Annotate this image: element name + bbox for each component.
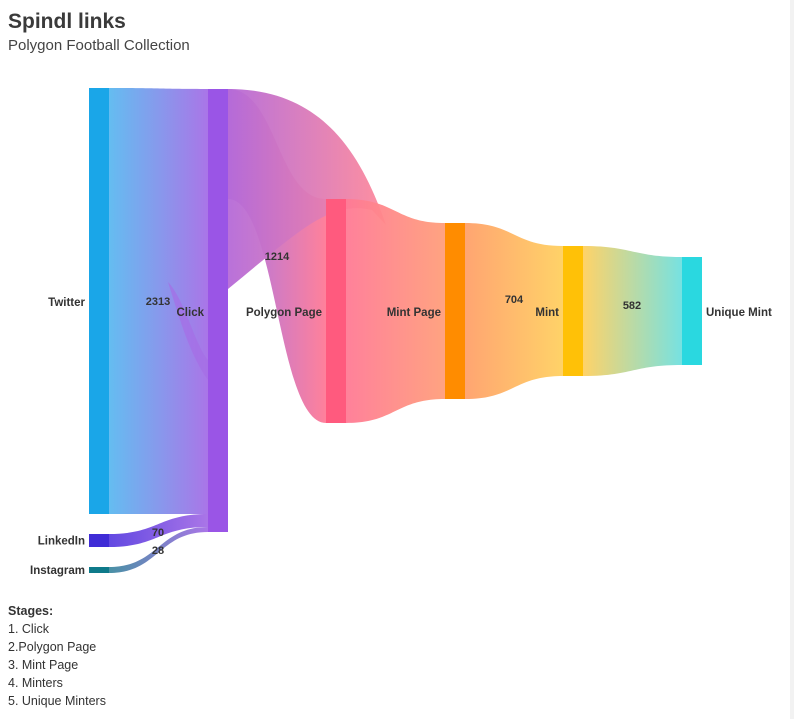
link-polygon-mintpage (346, 199, 445, 423)
sankey-chart: 2313 70 28 1214 704 582 TwitterLinkedInInstagr… (30, 88, 772, 577)
stage-item: 3. Mint Page (8, 658, 79, 672)
node-instagram (89, 567, 109, 573)
links-layer (109, 88, 682, 573)
node-label-polygon: Polygon Page (246, 307, 322, 319)
stage-item: 5. Unique Minters (8, 694, 106, 708)
node-label-mint: Mint (535, 307, 559, 319)
link-value-label: 70 (152, 527, 164, 539)
node-linkedin (89, 534, 109, 547)
nodes-layer (89, 88, 702, 573)
node-label-mintpage: Mint Page (387, 307, 441, 319)
node-mintpage (445, 223, 465, 399)
labels-layer: 2313 70 28 1214 704 582 TwitterLinkedInInstagr… (30, 251, 772, 577)
node-polygon (326, 199, 346, 423)
stage-item: 1. Click (8, 622, 49, 636)
stage-item: 4. Minters (8, 676, 63, 690)
node-unique (682, 257, 702, 365)
stages-notes: Stages: 1. Click 2.Polygon Page 3. Mint … (8, 602, 106, 710)
node-label-unique: Unique Mint (706, 307, 772, 319)
node-label-twitter: Twitter (48, 297, 85, 309)
link-instagram-click (109, 527, 208, 573)
link-linkedin-click (109, 514, 208, 547)
chart-title: Spindl links (8, 10, 126, 33)
stages-title: Stages: (8, 604, 54, 618)
link-mintpage-mint (465, 223, 563, 399)
link-value-label: 582 (623, 300, 641, 312)
link-value-label: 704 (505, 294, 524, 306)
node-click (208, 89, 228, 532)
node-label-linkedin: LinkedIn (38, 536, 85, 548)
node-twitter (89, 88, 109, 514)
link-click-lobe (168, 282, 208, 380)
link-mint-unique (583, 246, 682, 376)
link-value-label: 28 (152, 545, 164, 557)
link-twitter-click (109, 88, 208, 514)
link-value-label: 2313 (146, 296, 170, 308)
node-label-instagram: Instagram (30, 565, 85, 577)
stage-item: 2.Polygon Page (8, 640, 97, 654)
chart-subtitle: Polygon Football Collection (8, 37, 190, 54)
link-value-label: 1214 (265, 251, 290, 263)
link-click-mintpage (228, 89, 386, 289)
scroll-edge (790, 0, 794, 719)
node-label-click: Click (177, 307, 205, 319)
node-mint (563, 246, 583, 376)
